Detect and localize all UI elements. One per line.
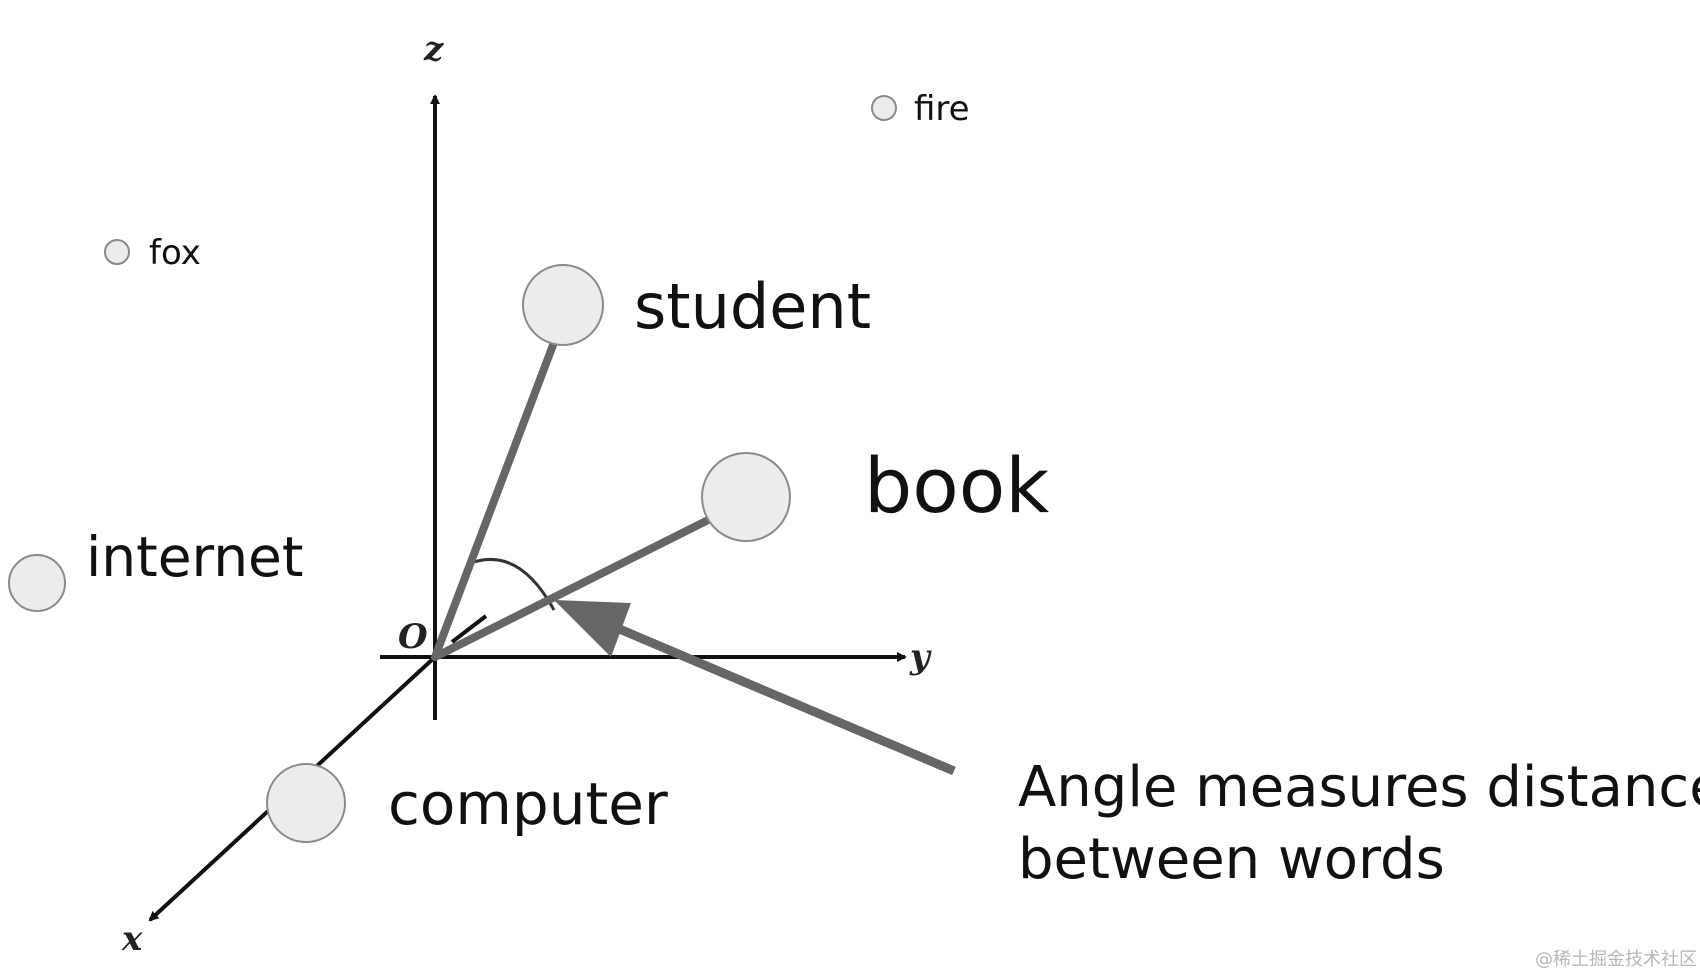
student-vector — [431, 312, 568, 661]
annotation-pointer-head — [554, 600, 631, 657]
origin-label: O — [398, 617, 428, 657]
book-vector — [431, 492, 760, 661]
internet-node — [8, 554, 66, 612]
fire-node — [871, 95, 897, 121]
computer-label: computer — [388, 770, 668, 838]
annotation-line-1: Angle measures distance — [1018, 755, 1700, 820]
origin-tick — [450, 614, 488, 644]
book-label: book — [864, 441, 1049, 530]
annotation-line-2: between words — [1018, 827, 1445, 892]
x-axis-label: x — [121, 919, 143, 959]
fox-node — [104, 239, 130, 265]
fire-label: fire — [914, 89, 970, 129]
student-label: student — [634, 270, 871, 343]
watermark: @稀土掘金技术社区 — [1535, 949, 1697, 970]
internet-label: internet — [86, 525, 303, 589]
y-axis-label: y — [909, 637, 932, 677]
fox-label: fox — [149, 233, 201, 273]
annotation-pointer-shaft — [608, 620, 956, 776]
z-axis-label: z — [423, 29, 444, 69]
book-node — [701, 452, 791, 542]
student-node — [522, 264, 604, 346]
computer-node — [266, 763, 346, 843]
